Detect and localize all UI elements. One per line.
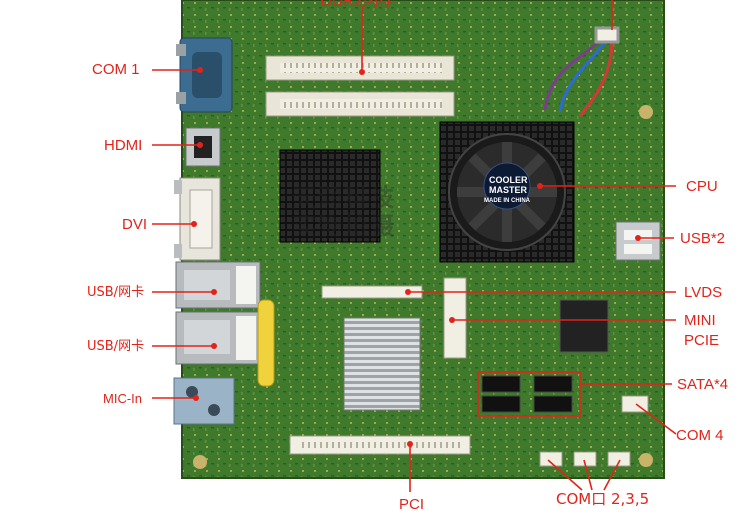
label-com1: COM 1 (92, 61, 140, 78)
com1-port (176, 37, 233, 113)
callout-lines (152, 0, 677, 492)
mic-in-jack (173, 377, 235, 425)
label-pcie: PCIE (684, 332, 720, 349)
label-com235: COM口 2,3,5 (556, 490, 650, 508)
label-sata4: SATA*4 (677, 376, 729, 393)
io-chip (559, 299, 609, 353)
usb-lan-port-2 (175, 311, 261, 365)
cpu-fan-made-in: MADE IN CHINA (484, 198, 530, 204)
cpu-fan-brand-1: COOLER (489, 175, 528, 185)
cpu-cooler (439, 121, 575, 263)
label-usb-lan-1: USB/网卡 (87, 285, 145, 300)
label-usb-lan-2: USB/网卡 (87, 339, 145, 354)
label-hdmi: HDMI (104, 137, 143, 154)
label-pci: PCI (399, 496, 425, 513)
fan-cable (543, 26, 620, 117)
dvi-port (174, 177, 221, 261)
callout-dots (191, 67, 641, 447)
label-mini: MINI (684, 312, 716, 329)
ddr2-slot (265, 55, 455, 117)
heatsink-black (279, 149, 381, 243)
label-usb2: USB*2 (680, 230, 726, 247)
label-ddr2: DDR2内存 (320, 0, 394, 10)
label-lvds: LVDS (684, 284, 723, 301)
com235-headers (539, 451, 631, 467)
label-mic-in: MIC-In (103, 391, 142, 406)
watermark-line-2: 实物拍摄 (292, 212, 396, 240)
usb-lan-port-1 (175, 261, 261, 309)
cmos-battery (257, 299, 275, 387)
cpu-fan-brand-2: MASTER (489, 185, 527, 195)
chipset-heatsink (343, 317, 421, 411)
label-com4: COM 4 (676, 427, 724, 444)
label-cpu: CPU (686, 178, 718, 195)
hdmi-port (185, 127, 221, 167)
mini-pcie-slot (443, 277, 467, 359)
label-dvi: DVI (122, 216, 148, 233)
sata-ports (481, 375, 573, 413)
watermark-line-1: 天润科技 (292, 184, 396, 212)
pci-slot (289, 435, 471, 455)
